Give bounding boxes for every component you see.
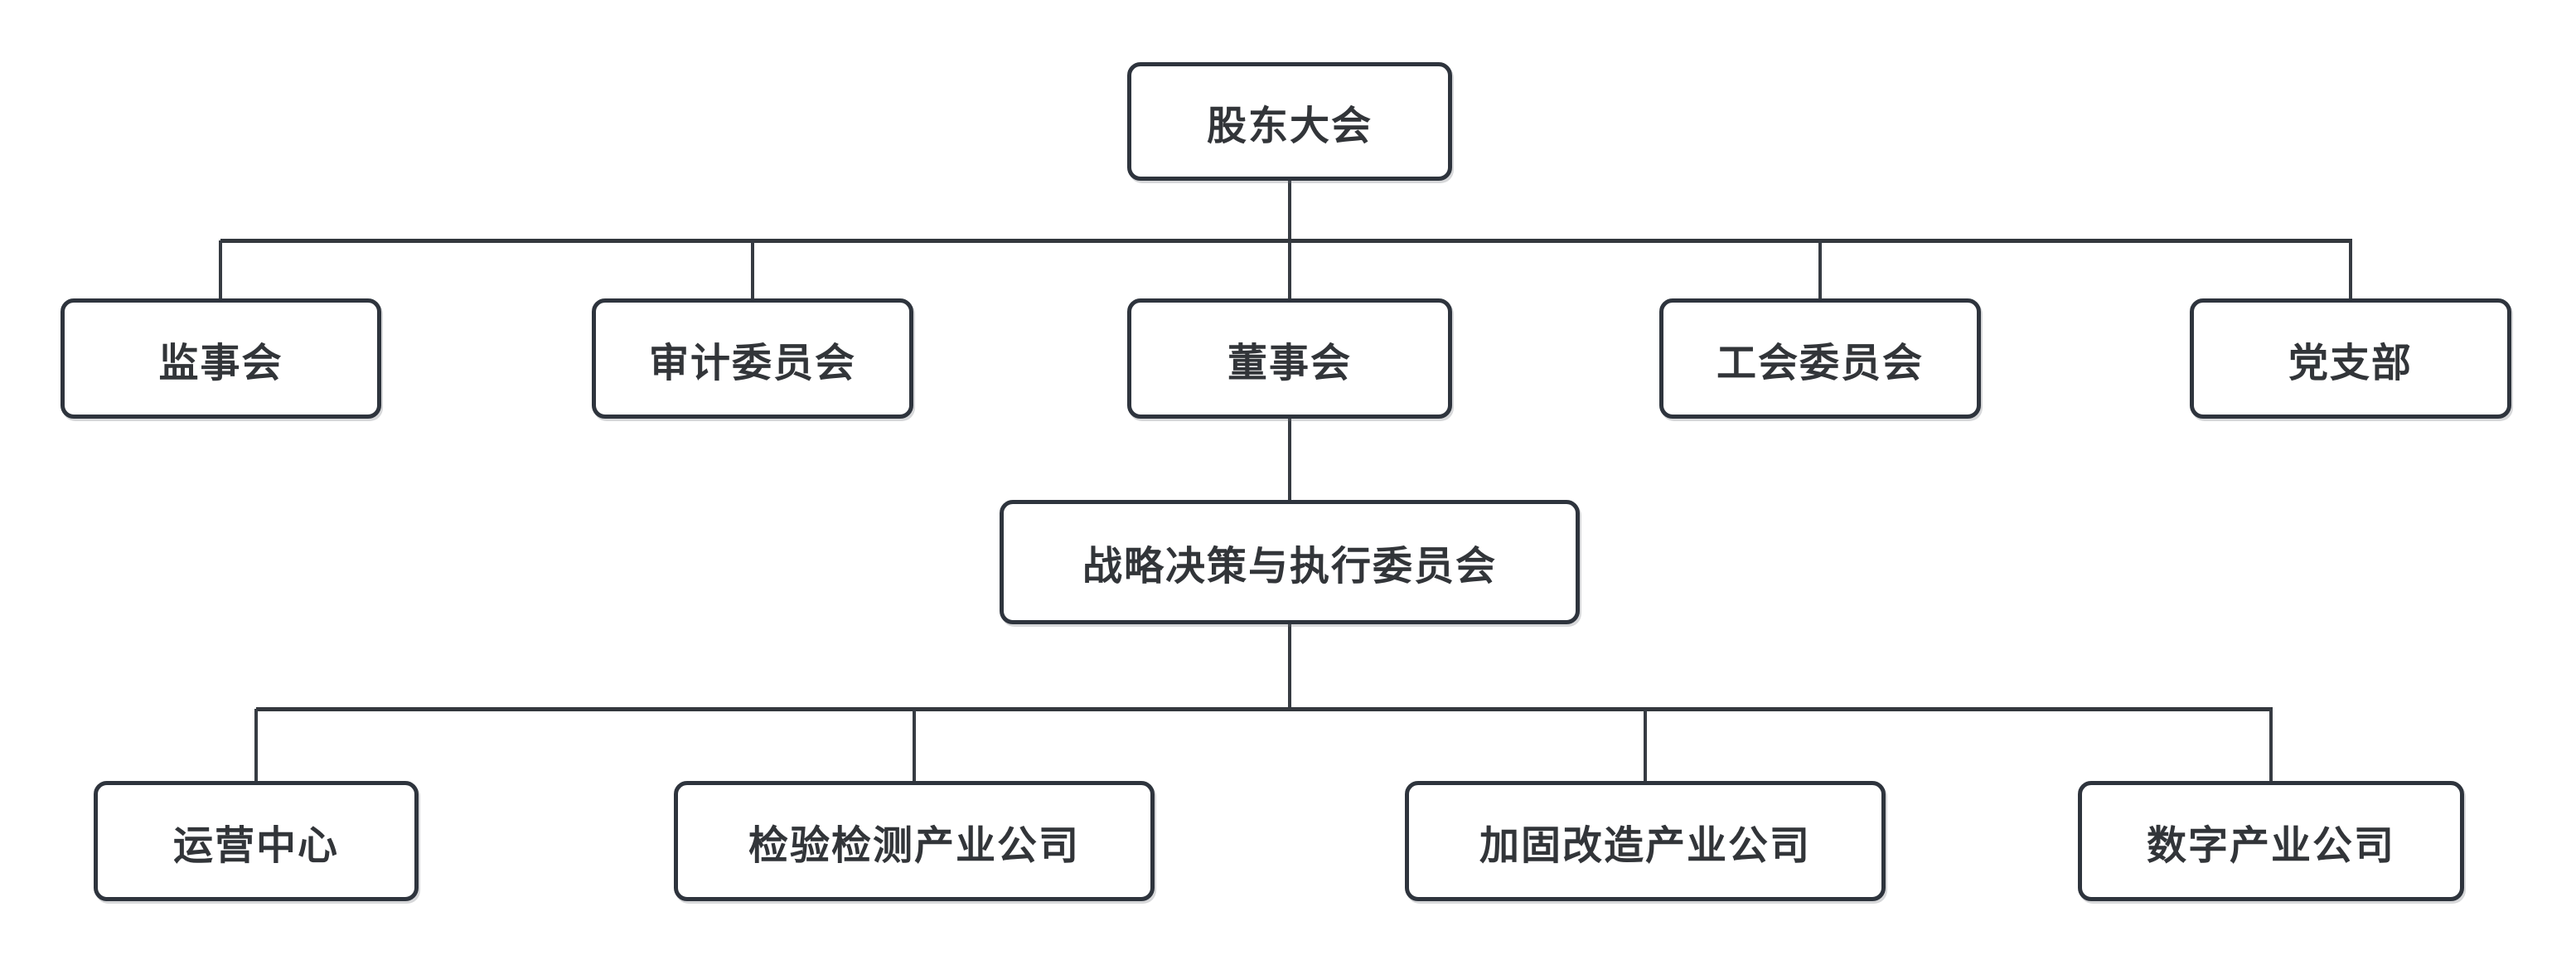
connector-drop-operations: [254, 709, 258, 781]
connector-root-drop: [1288, 181, 1291, 242]
org-node-digital-industry-company: 数字产业公司: [2078, 781, 2464, 901]
connector-board-to-strategy: [1288, 419, 1291, 500]
org-node-label: 审计委员会: [648, 339, 856, 386]
org-node-shareholders-meeting: 股东大会: [1127, 62, 1452, 181]
org-node-label: 检验检测产业公司: [748, 822, 1080, 869]
connector-drop-supervisors: [219, 240, 222, 298]
org-node-board-of-directors: 董事会: [1127, 298, 1452, 419]
connector-drop-board: [1288, 240, 1291, 298]
org-node-label: 战略决策与执行委员会: [1082, 543, 1497, 589]
org-node-reinforcement-renovation-company: 加固改造产业公司: [1405, 781, 1886, 901]
connector-drop-inspection: [913, 709, 916, 781]
org-node-label: 运营中心: [172, 822, 339, 869]
connector-drop-reinforce: [1644, 709, 1647, 781]
org-node-party-branch: 党支部: [2190, 298, 2511, 419]
org-node-inspection-testing-company: 检验检测产业公司: [674, 781, 1155, 901]
org-node-label: 股东大会: [1206, 102, 1373, 149]
connector-drop-union: [1818, 240, 1822, 298]
org-node-strategy-committee: 战略决策与执行委员会: [1000, 500, 1580, 624]
connector-drop-audit: [751, 240, 754, 298]
org-node-operations-center: 运营中心: [94, 781, 419, 901]
connector-drop-digital: [2269, 709, 2273, 781]
org-node-labor-union-committee: 工会委员会: [1659, 298, 1981, 419]
connector-drop-party: [2349, 240, 2352, 298]
org-node-label: 加固改造产业公司: [1479, 822, 1811, 869]
connector-level2-bus: [220, 239, 2352, 243]
org-node-label: 党支部: [2288, 339, 2413, 386]
org-node-label: 数字产业公司: [2146, 822, 2395, 869]
org-node-label: 董事会: [1227, 339, 1352, 386]
org-node-label: 监事会: [158, 339, 283, 386]
org-node-audit-committee: 审计委员会: [592, 298, 913, 419]
connector-strategy-drop: [1288, 624, 1291, 709]
connector-level4-bus: [256, 707, 2273, 711]
org-node-board-of-supervisors: 监事会: [61, 298, 381, 419]
org-node-label: 工会委员会: [1716, 339, 1924, 386]
